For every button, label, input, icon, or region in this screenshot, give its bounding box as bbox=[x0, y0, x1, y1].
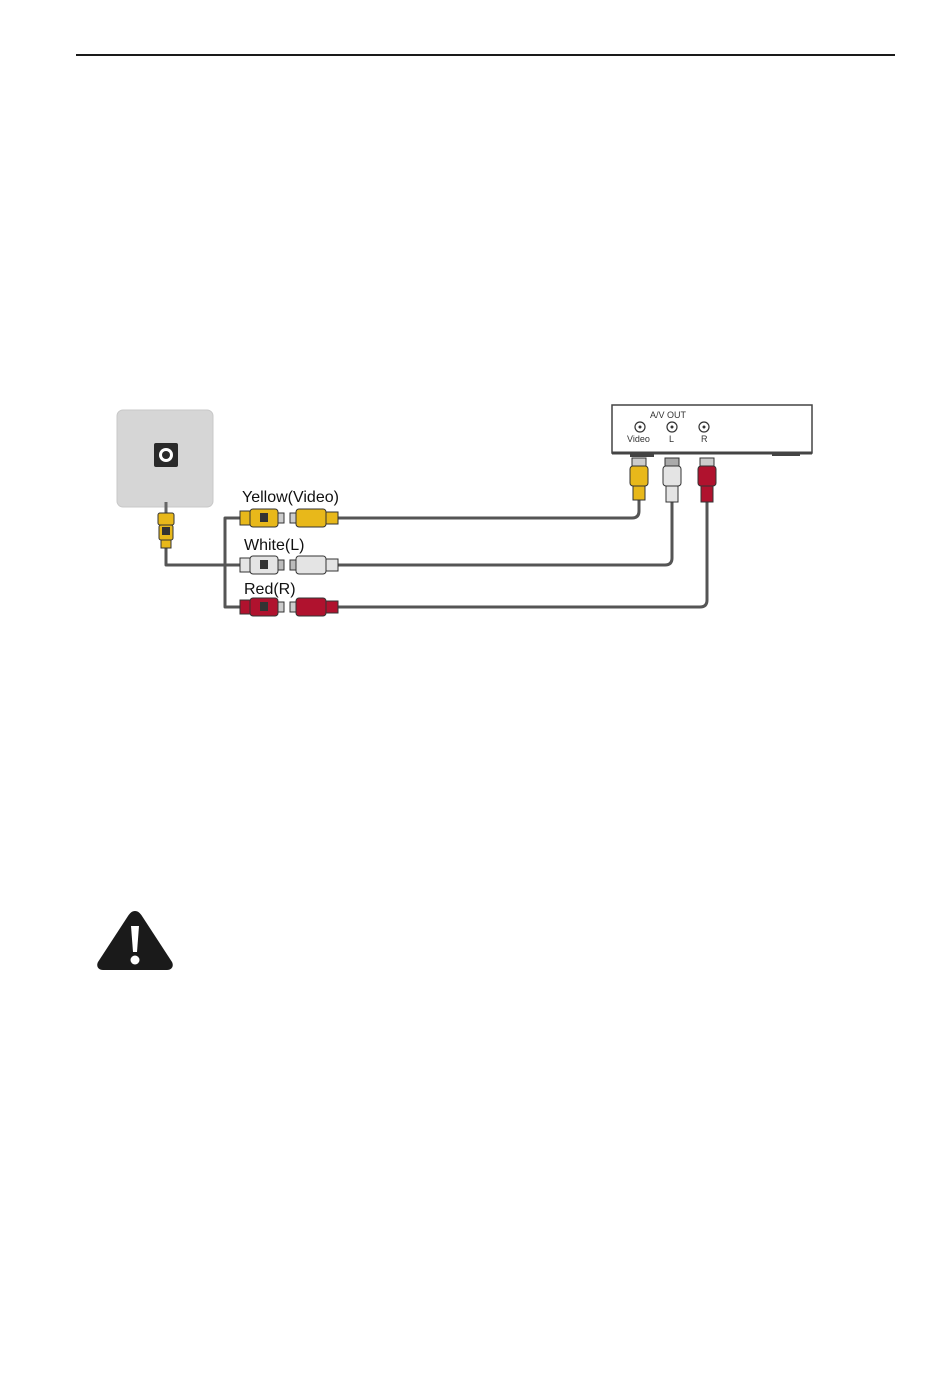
white-rca-connector-icon bbox=[240, 556, 338, 574]
video-port-label: Video bbox=[627, 434, 650, 444]
red-rca-plug-icon bbox=[698, 458, 716, 502]
left-port-label: L bbox=[669, 434, 674, 444]
panel-plug-icon bbox=[158, 502, 174, 548]
av-source-device: A/V OUT Video L R bbox=[612, 405, 812, 457]
white-rca-plug-icon bbox=[663, 458, 681, 502]
av-out-label: A/V OUT bbox=[650, 410, 687, 420]
yellow-rca-connector-icon bbox=[240, 509, 338, 527]
warning-triangle-icon bbox=[94, 908, 176, 972]
white-cable-label: White(L) bbox=[244, 537, 304, 554]
red-rca-connector-icon bbox=[240, 598, 338, 616]
right-port-label: R bbox=[701, 434, 708, 444]
yellow-cable-label: Yellow(Video) bbox=[242, 489, 339, 506]
yellow-rca-plug-icon bbox=[630, 458, 648, 500]
av-input-panel bbox=[117, 410, 213, 507]
red-cable-label: Red(R) bbox=[244, 581, 296, 598]
